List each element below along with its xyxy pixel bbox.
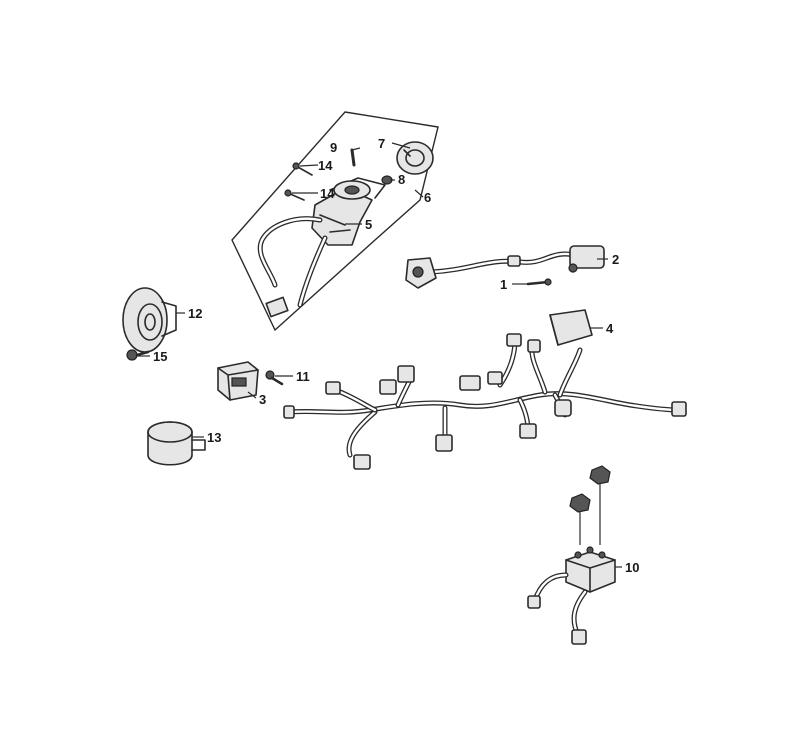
callout-11: 11 [296, 369, 310, 384]
callout-7: 7 [378, 136, 385, 151]
ignition-switch-body [311, 177, 386, 246]
wire-harness [283, 309, 687, 470]
callout-12: 12 [188, 306, 202, 321]
pin-9 [350, 148, 356, 167]
callout-14-upper: 14 [318, 158, 333, 173]
callout-4: 4 [606, 321, 614, 336]
key-cover [396, 141, 434, 175]
callout-15: 15 [153, 349, 167, 364]
screw-11 [265, 370, 284, 386]
nut-10a [569, 493, 591, 545]
bolt-1 [526, 278, 552, 286]
callout-5: 5 [365, 217, 372, 232]
callout-6: 6 [424, 190, 431, 205]
callout-2: 2 [612, 252, 619, 267]
nut-10b [589, 465, 611, 545]
starter-relay-13 [147, 421, 206, 466]
regulator-10 [527, 546, 616, 645]
callout-9: 9 [330, 140, 337, 155]
screw-14a [292, 162, 313, 176]
horn [122, 287, 177, 353]
screw-14b [284, 189, 305, 201]
switch-connector [265, 296, 289, 318]
callout-13: 13 [207, 430, 221, 445]
callout-10: 10 [625, 560, 639, 575]
sensor-cable-assembly [405, 245, 605, 289]
bolt-15 [126, 349, 150, 361]
relay-3 [217, 361, 259, 401]
callout-labels: 9 7 14 8 14 6 5 2 1 4 12 15 11 3 13 10 [153, 136, 639, 575]
assembly-outline [231, 111, 439, 332]
callout-1: 1 [500, 277, 507, 292]
ignition-switch-assembly [231, 111, 439, 332]
callout-3: 3 [259, 392, 266, 407]
callout-8: 8 [398, 172, 405, 187]
callout-14-lower: 14 [320, 186, 335, 201]
leader-lines [137, 142, 622, 568]
